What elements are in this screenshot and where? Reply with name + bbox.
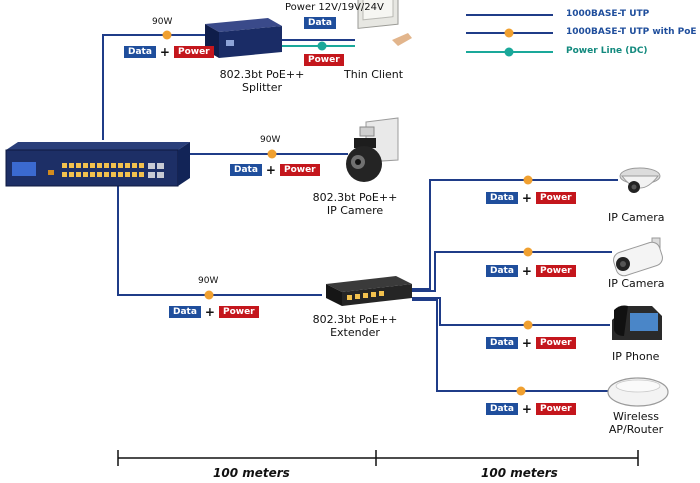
wattage-label: 90W	[198, 276, 219, 286]
power-tag: Power	[304, 54, 344, 66]
data-tag: Data	[124, 46, 156, 58]
legend-dc-label: Power Line (DC)	[566, 46, 648, 56]
power-tag: Power	[535, 265, 576, 277]
poe-dot-icon	[204, 290, 214, 300]
poe-dot-icon	[162, 30, 172, 40]
power-tag: Power	[173, 46, 214, 58]
power-badge: Power	[304, 54, 344, 66]
extender-icon	[326, 276, 412, 306]
extender-label: 802.3bt PoE++ Extender	[312, 313, 398, 339]
data-tag: Data	[230, 164, 262, 176]
ptz-camera-icon	[346, 117, 399, 182]
plus-sign: +	[521, 264, 532, 278]
data-power-badge: Data + Power	[169, 306, 259, 318]
data-power-badge: Data + Power	[486, 337, 576, 349]
data-tag: Data	[304, 17, 336, 29]
ip-camera-label: IP Camera	[608, 211, 665, 224]
splitter-label: 802.3bt PoE++ Splitter	[219, 68, 305, 94]
plus-sign: +	[521, 336, 532, 350]
data-power-badge: Data + Power	[230, 164, 320, 176]
dc-dot-icon	[317, 41, 327, 51]
distance-label: 100 meters	[213, 466, 290, 480]
power-tag: Power	[535, 337, 576, 349]
power-tag: Power	[535, 192, 576, 204]
power-tag: Power	[218, 306, 259, 318]
plus-sign: +	[204, 305, 215, 319]
data-tag: Data	[486, 192, 518, 204]
power-tag: Power	[535, 403, 576, 415]
data-badge: Data	[304, 17, 336, 29]
wattage-label: 90W	[152, 17, 173, 27]
distance-ruler	[117, 450, 639, 466]
cable-extender-phone	[412, 297, 610, 326]
wattage-label: 90W	[260, 135, 281, 145]
poe-dot-icon	[523, 175, 533, 185]
wireless-ap-label: Wireless AP/Router	[608, 410, 664, 436]
legend-utp-poe-label: 1000BASE-T UTP with PoE	[566, 27, 697, 37]
ip-phone-icon	[612, 305, 662, 340]
ip-camera-label: IP Camera	[608, 277, 665, 290]
splitter-icon	[205, 18, 282, 58]
ip-camere-label: 802.3bt PoE++ IP Camere	[312, 191, 398, 217]
thin-client-icon	[357, 0, 412, 46]
power-voltage-label: Power 12V/19V/24V	[285, 2, 384, 13]
power-tag: Power	[279, 164, 320, 176]
poe-switch-icon	[5, 142, 190, 187]
poe-dot-icon	[523, 247, 533, 257]
data-power-badge: Data + Power	[486, 192, 576, 204]
legend-utp-label: 1000BASE-T UTP	[566, 9, 650, 19]
dome-camera-icon	[619, 167, 661, 193]
plus-sign: +	[265, 163, 276, 177]
ip-phone-label: IP Phone	[612, 350, 660, 363]
data-tag: Data	[486, 265, 518, 277]
poe-dot-icon	[516, 386, 526, 396]
plus-sign: +	[521, 191, 532, 205]
poe-dots	[162, 30, 533, 396]
data-tag: Data	[486, 403, 518, 415]
bullet-camera-icon	[613, 237, 663, 277]
plus-sign: +	[521, 402, 532, 416]
poe-dot-icon	[523, 320, 533, 330]
utp-cables	[102, 34, 618, 392]
poe-dot-icon	[267, 149, 277, 159]
wireless-ap-icon	[607, 377, 669, 407]
plus-sign: +	[159, 45, 170, 59]
thin-client-label: Thin Client	[344, 68, 404, 81]
data-power-badge: Data + Power	[486, 265, 576, 277]
data-power-badge: Data + Power	[486, 403, 576, 415]
cable-switch-extender	[117, 165, 322, 296]
distance-label: 100 meters	[481, 466, 558, 480]
data-tag: Data	[486, 337, 518, 349]
data-power-badge: Data + Power	[124, 46, 214, 58]
data-tag: Data	[169, 306, 201, 318]
legend	[466, 14, 553, 57]
